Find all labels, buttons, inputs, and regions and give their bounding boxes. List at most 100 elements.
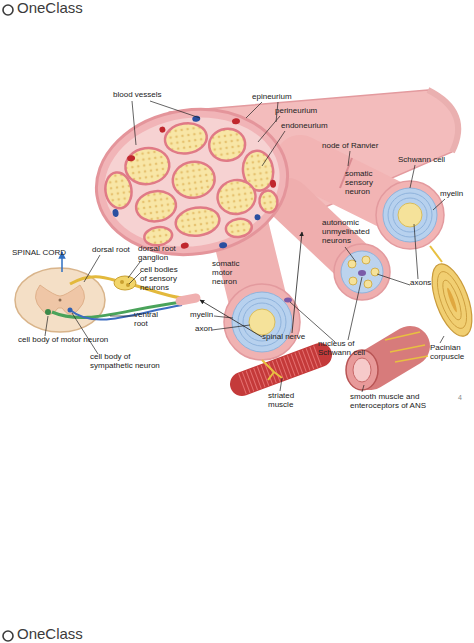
logo-icon [3, 5, 13, 15]
leader-line [348, 277, 362, 340]
blood-vessel [159, 126, 166, 133]
leader-line [414, 224, 418, 279]
myelin-ring [393, 198, 427, 232]
blood-vessel [180, 242, 189, 249]
fascicle [207, 126, 247, 163]
central-canal [59, 299, 62, 302]
leader-line [258, 116, 280, 142]
autonomic-fiber-section [334, 244, 390, 300]
epineurium [87, 97, 297, 266]
dorsal-root-ganglion [114, 276, 136, 290]
page-number: 4 [458, 394, 462, 402]
blood-vessel [127, 155, 136, 162]
fascicle [170, 159, 217, 200]
part-label: node of Ranvier [322, 142, 378, 151]
fascicle [215, 177, 257, 216]
fascicle [163, 121, 209, 157]
leader-line [362, 385, 364, 392]
part-label: Schwann cell [398, 156, 445, 165]
fascicle [258, 189, 279, 213]
blood-vessel [270, 179, 277, 188]
fascicle [123, 145, 172, 187]
blood-vessel [192, 115, 201, 122]
part-label: dorsal root [92, 246, 130, 255]
sympathetic-fibers [70, 305, 182, 320]
leader-line [129, 272, 141, 284]
part-label: endoneurium [281, 122, 328, 131]
part-label: myelin [190, 311, 213, 320]
part-label: nucleus of Schwann cell [318, 340, 372, 358]
muscle-striations [242, 355, 320, 384]
sympathetic-cell-body [68, 308, 73, 313]
sensory-cell-body [120, 280, 124, 284]
blood-vessel [232, 118, 241, 125]
part-label: Pacinian corpuscle [430, 344, 472, 362]
part-label: axon [195, 325, 212, 334]
motor-cell-body [45, 309, 51, 315]
corpuscle-core [446, 287, 459, 313]
part-label: dorsal root ganglion [138, 245, 186, 263]
part-label: myelin [440, 190, 463, 199]
unmyelinated-axon [348, 260, 356, 268]
leader-line [72, 313, 98, 354]
unmyelinated-axon [362, 256, 370, 264]
blood-vessel [254, 214, 261, 221]
nerve-tube-end [428, 90, 458, 152]
leader-line [345, 247, 356, 262]
myelin-sheath [232, 292, 292, 352]
part-label: spinal nerve [262, 333, 305, 342]
corpuscle-lamella [431, 268, 472, 332]
blood-vessel [219, 242, 228, 249]
leader-line [246, 102, 262, 118]
corpuscle-capsule [424, 259, 474, 341]
motor-nerve-ending [262, 360, 282, 380]
schwann-nucleus [284, 298, 292, 303]
striated-muscle [242, 355, 320, 384]
logo-icon [3, 631, 13, 641]
nerve-cross-section [87, 97, 297, 266]
unmyelinated-axon [349, 277, 357, 285]
part-label: blood vessels [113, 91, 161, 100]
part-label: SPINAL CORD [12, 249, 66, 258]
leader-line [132, 101, 136, 145]
leader-line [280, 378, 282, 391]
leader-line [45, 316, 48, 336]
part-label: cell bodies of sensory neurons [140, 266, 184, 293]
leader-line [440, 336, 444, 343]
leader-line [433, 199, 445, 210]
schwann-cell-body [341, 251, 383, 293]
part-label: ventral root [134, 311, 166, 329]
motor-fiber-section [224, 284, 300, 360]
part-label: perineurium [275, 107, 317, 116]
leader-line [348, 151, 350, 166]
fascicle [174, 205, 221, 239]
corpuscle-lamella [439, 278, 465, 322]
spinal-nerve-arrow [292, 232, 302, 333]
leader-line [377, 274, 410, 285]
part-label: cell body of sympathetic neuron [90, 353, 166, 371]
watermark: OneClass [17, 626, 83, 643]
leader-line [212, 325, 250, 330]
fascicle [103, 171, 134, 210]
fascicle [143, 225, 173, 247]
corpuscle-stalk [430, 246, 442, 262]
leader-line [410, 165, 415, 188]
leader-line [262, 131, 285, 166]
autonomic-fibers [385, 332, 428, 362]
unmyelinated-axon [371, 268, 379, 276]
nerve-interior [96, 106, 288, 257]
leader-lines [45, 101, 445, 392]
blood-vessel [112, 209, 119, 218]
axon-core [249, 309, 275, 335]
myelin-sheath [383, 188, 437, 242]
myelin-ring [388, 193, 432, 237]
part-label: striated muscle [268, 392, 302, 410]
part-label: autonomic unmyelinated neurons [322, 219, 374, 246]
schwann-nucleus [358, 270, 366, 276]
unmyelinated-axon [364, 280, 372, 288]
fascicle [225, 217, 253, 238]
smooth-muscle-lumen [353, 358, 371, 382]
grey-matter [35, 285, 84, 315]
